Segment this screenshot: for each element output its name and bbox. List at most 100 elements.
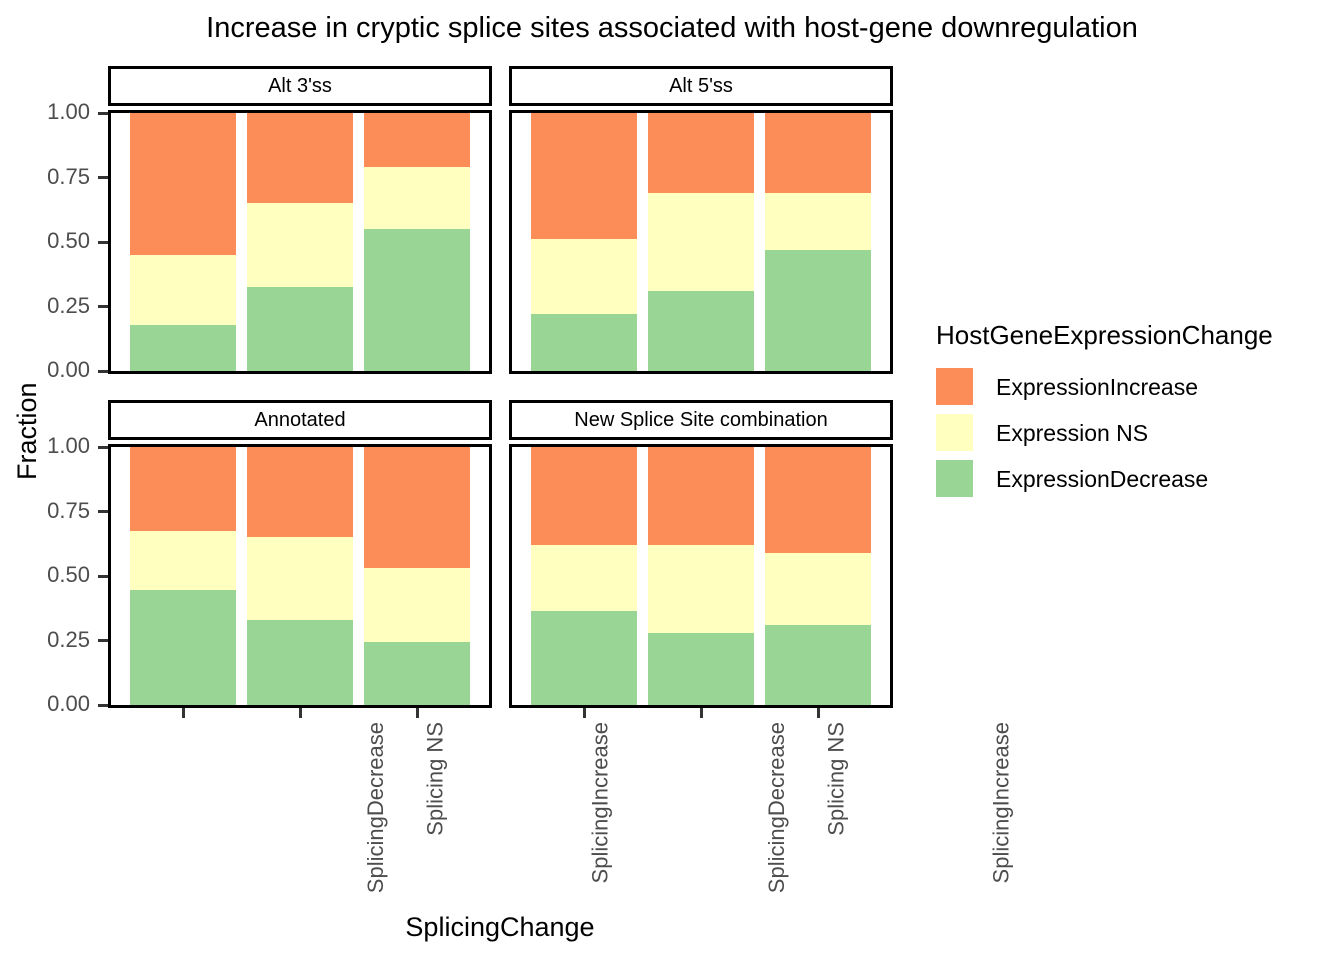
facet-strip-label: New Splice Site combination: [574, 408, 828, 431]
bar-segment-expressionincrease: [531, 447, 637, 546]
bar-segment-expression-ns: [648, 545, 754, 633]
x-tick-mark: [415, 708, 419, 718]
legend-title: HostGeneExpressionChange: [936, 320, 1273, 350]
bar-segment-expressionincrease: [247, 113, 353, 204]
x-tick-label: SplicingIncrease: [587, 722, 613, 884]
stacked-bar: [765, 113, 871, 371]
stacked-bar: [364, 113, 470, 371]
y-axis-title: Fraction: [12, 382, 42, 480]
bar-segment-expression-ns: [531, 239, 637, 315]
stacked-bar: [130, 447, 236, 705]
facet-strip-label: Annotated: [254, 408, 346, 431]
y-tick-label: 0.00: [47, 691, 90, 716]
panel-plot-area: [512, 447, 890, 705]
x-tick-mark: [699, 708, 703, 718]
bar-segment-expressionincrease: [247, 447, 353, 538]
legend-swatch-expression-ns: [936, 414, 973, 451]
y-tick-mark: [98, 305, 108, 308]
stacked-bar: [765, 447, 871, 705]
facet-strip-0-0: Alt 3'ss: [108, 66, 492, 106]
x-tick-mark: [181, 708, 185, 718]
facet-panel-0: [108, 110, 492, 374]
y-tick-mark: [98, 574, 108, 578]
stacked-bar: [247, 447, 353, 705]
bar-segment-expression-ns: [364, 568, 470, 642]
bar-segment-expression-ns: [130, 254, 236, 325]
x-axis-title: SplicingChange: [405, 912, 595, 942]
bar-segment-expression-ns: [648, 193, 754, 292]
y-tick-label: 0.00: [47, 357, 90, 382]
bar-segment-expression-ns: [765, 552, 871, 626]
facet-strip-0-1: Annotated: [108, 400, 492, 440]
bar-segment-expression-ns: [247, 203, 353, 288]
facet-strip-label: Alt 5'ss: [669, 74, 733, 97]
bar-segment-expressiondecrease: [247, 287, 353, 371]
y-tick-mark: [98, 240, 108, 244]
bar-segment-expressionincrease: [531, 113, 637, 240]
legend-swatch-expressiondecrease: [936, 460, 973, 497]
x-tick-mark: [582, 708, 586, 718]
bar-segment-expressiondecrease: [648, 632, 754, 705]
x-tick-label: SplicingDecrease: [363, 722, 389, 894]
bar-segment-expressionincrease: [765, 447, 871, 553]
x-tick-label: SplicingDecrease: [764, 722, 790, 894]
bar-segment-expression-ns: [247, 537, 353, 620]
y-tick-mark: [98, 176, 108, 179]
bar-segment-expressiondecrease: [531, 610, 637, 705]
stacked-bar: [648, 113, 754, 371]
bar-segment-expressionincrease: [130, 113, 236, 255]
bar-segment-expressiondecrease: [765, 625, 871, 705]
bar-segment-expression-ns: [531, 545, 637, 611]
x-tick-label: Splicing NS: [823, 722, 849, 836]
y-tick-label: 0.25: [47, 292, 90, 318]
panel-plot-area: [512, 113, 890, 371]
bar-segment-expression-ns: [765, 193, 871, 250]
legend-label: ExpressionIncrease: [996, 374, 1198, 400]
y-tick-label: 0.75: [47, 497, 90, 523]
stacked-bar: [531, 447, 637, 705]
x-tick-mark: [816, 708, 820, 718]
bar-segment-expressiondecrease: [648, 291, 754, 371]
page-title: Increase in cryptic splice sites associa…: [206, 12, 1138, 44]
bar-segment-expressiondecrease: [364, 641, 470, 705]
y-tick-mark: [98, 445, 108, 449]
legend-label: Expression NS: [996, 420, 1149, 446]
facet-strip-label: Alt 3'ss: [268, 74, 332, 97]
x-tick-mark: [298, 708, 302, 718]
bar-segment-expressionincrease: [364, 113, 470, 168]
bar-segment-expressionincrease: [648, 113, 754, 193]
bar-segment-expressiondecrease: [364, 229, 470, 371]
bar-segment-expressiondecrease: [130, 590, 236, 705]
facet-strip-1-0: Alt 5'ss: [509, 66, 893, 106]
bar-segment-expressiondecrease: [765, 249, 871, 371]
stacked-bar: [364, 447, 470, 705]
stacked-bar: [130, 113, 236, 371]
x-tick-label: Splicing NS: [422, 722, 448, 836]
x-tick-label: SplicingIncrease: [988, 722, 1014, 884]
bar-segment-expressiondecrease: [247, 619, 353, 705]
y-tick-label: 0.50: [47, 562, 90, 587]
legend-label: ExpressionDecrease: [996, 466, 1209, 492]
y-tick-label: 0.75: [47, 163, 90, 189]
bar-segment-expressionincrease: [364, 447, 470, 569]
y-tick-mark: [98, 703, 108, 707]
facet-panel-1: [509, 110, 893, 374]
bar-segment-expressionincrease: [765, 113, 871, 193]
y-tick-label: 1.00: [47, 433, 90, 458]
stacked-bar: [648, 447, 754, 705]
stacked-bar: [247, 113, 353, 371]
stacked-bar: [531, 113, 637, 371]
y-tick-mark: [98, 639, 108, 642]
bar-segment-expression-ns: [364, 167, 470, 230]
facet-panel-3: [509, 444, 893, 708]
y-tick-label: 0.25: [47, 626, 90, 652]
bar-segment-expressiondecrease: [531, 314, 637, 371]
y-tick-mark: [98, 510, 108, 513]
legend-swatch-expressionincrease: [936, 368, 973, 405]
y-tick-label: 1.00: [47, 99, 90, 124]
bar-segment-expressiondecrease: [130, 324, 236, 371]
y-tick-mark: [98, 369, 108, 373]
facet-panel-2: [108, 444, 492, 708]
bar-segment-expressionincrease: [130, 447, 236, 531]
